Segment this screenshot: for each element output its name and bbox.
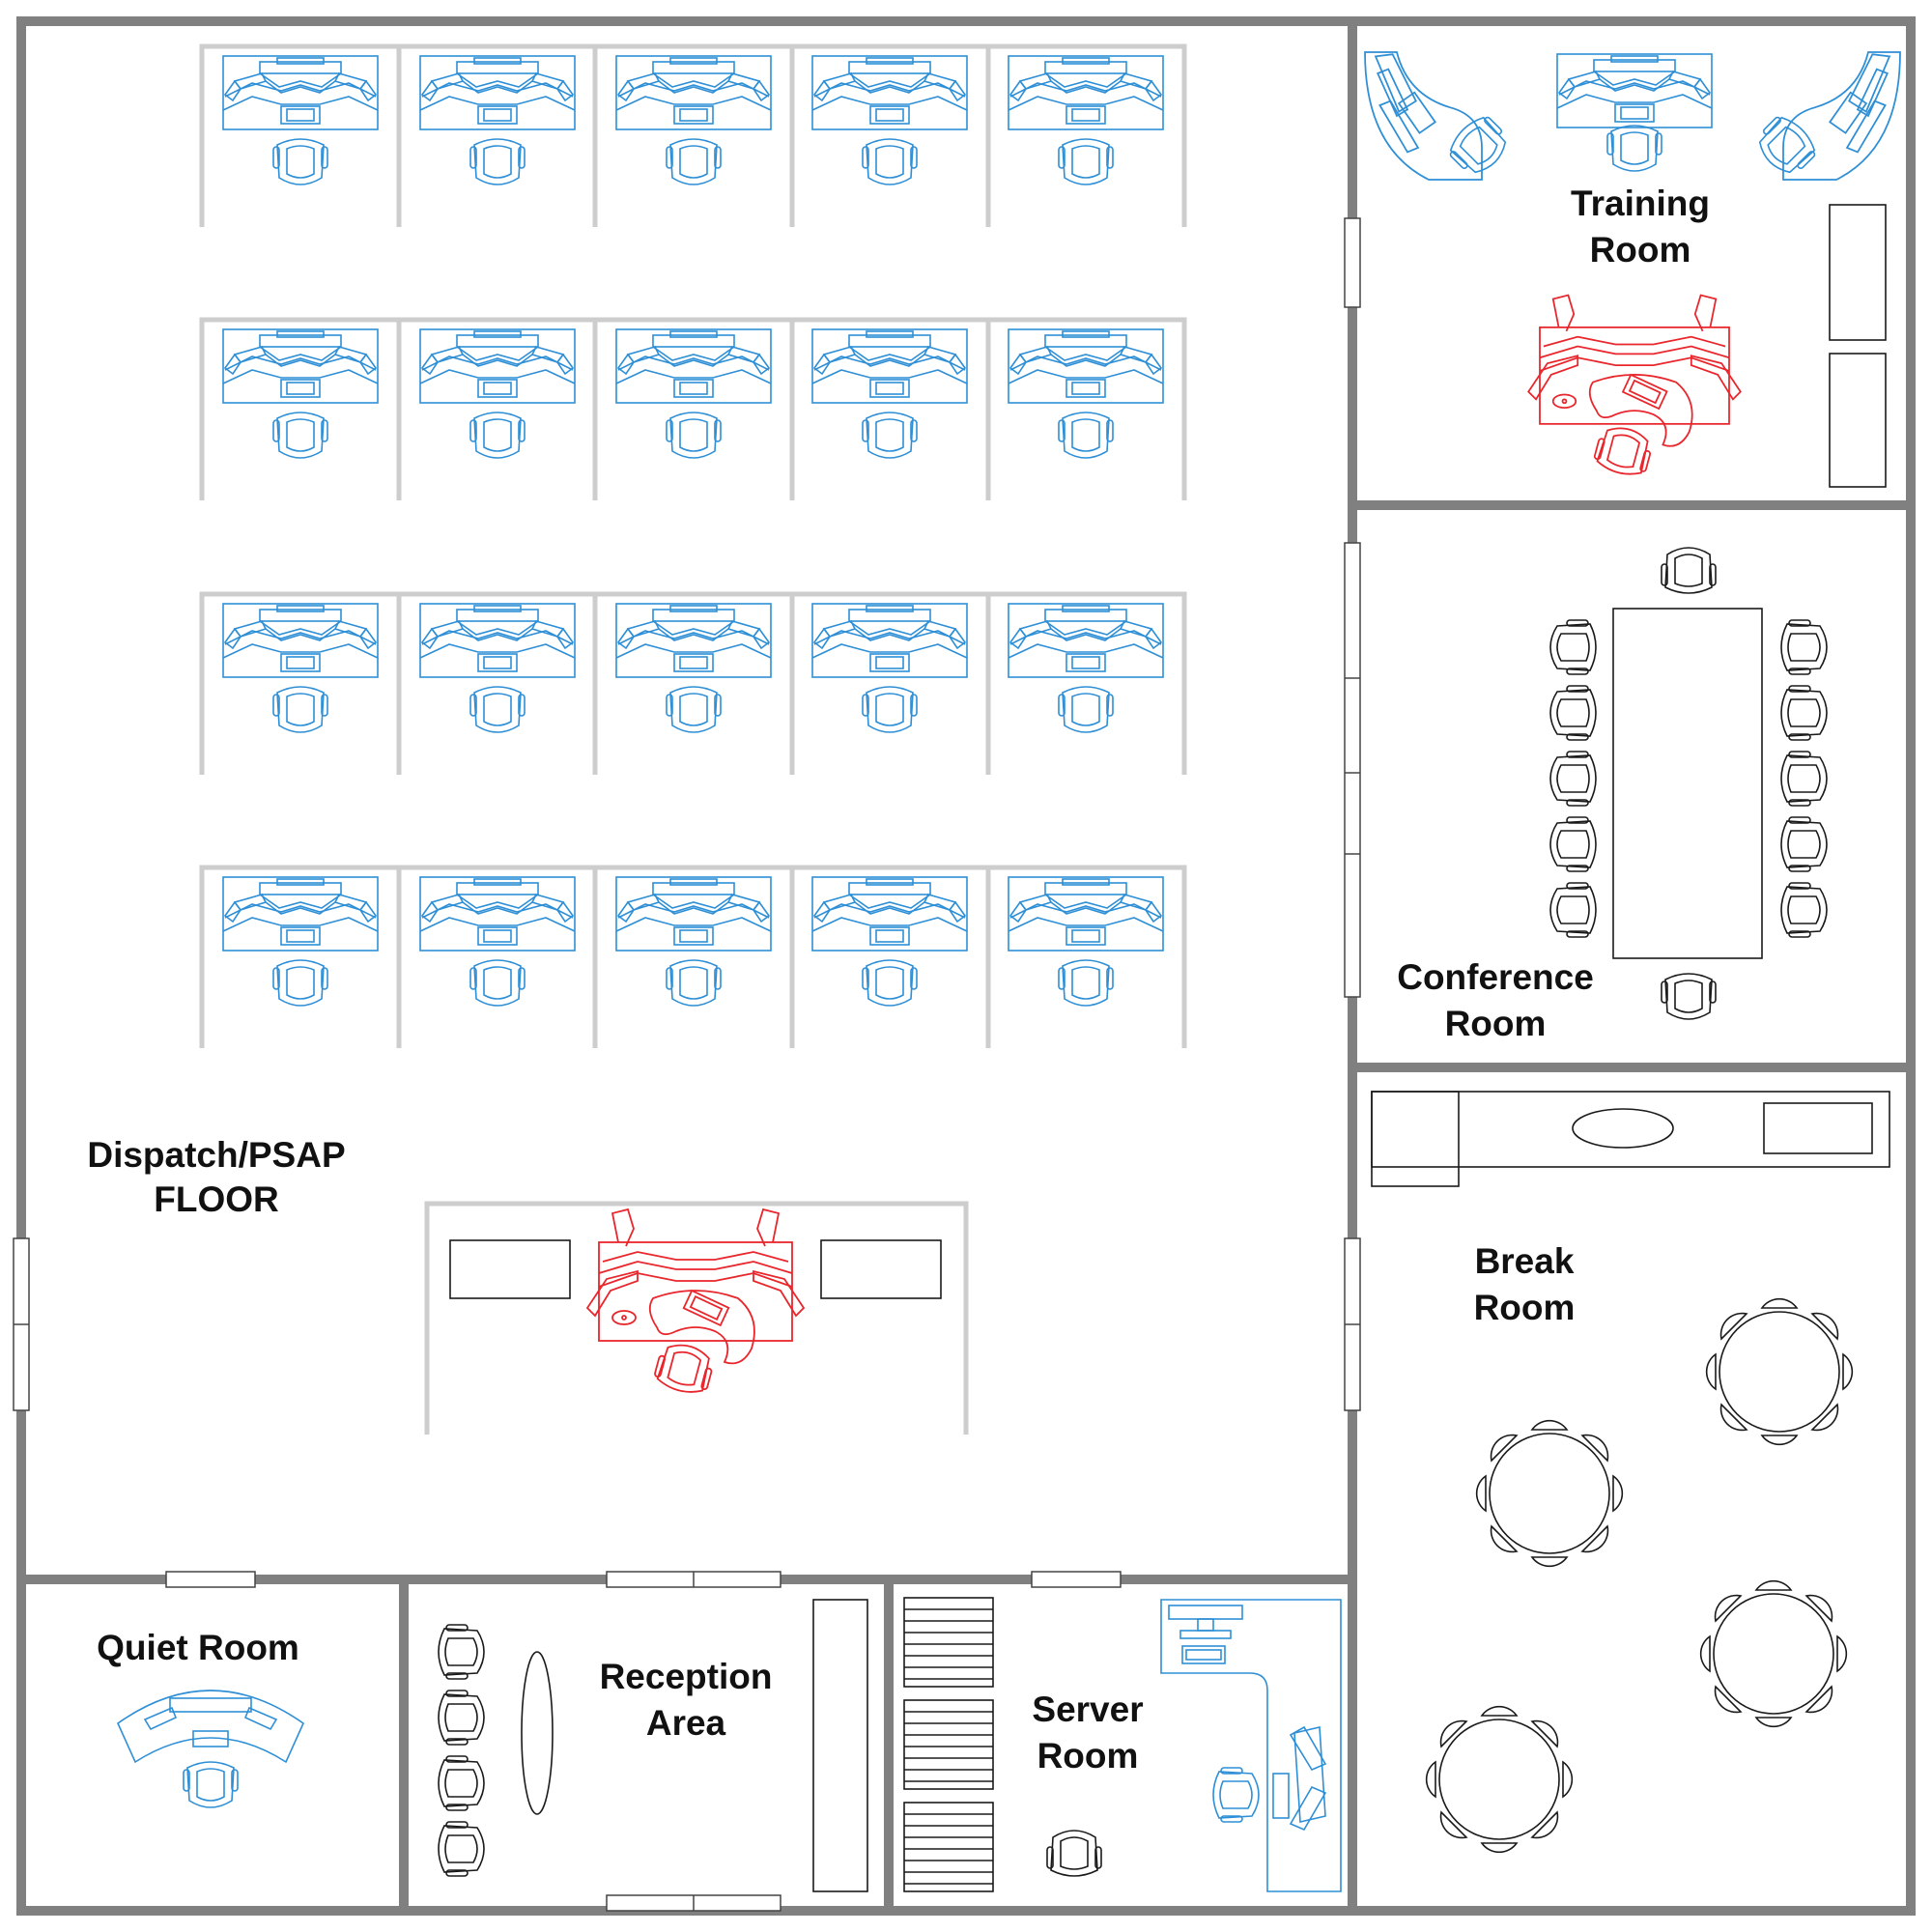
side-table-left	[449, 1239, 571, 1299]
server-label-line2: Room	[1037, 1736, 1139, 1776]
dispatch-workstation[interactable]	[222, 876, 379, 1007]
reception-label-line1: Reception	[600, 1657, 773, 1696]
server-room-chair	[1046, 1830, 1102, 1877]
training-console-center	[1556, 53, 1713, 128]
break-furniture	[1371, 1091, 1890, 1854]
conference-chair	[1549, 882, 1597, 938]
operator-chair	[862, 686, 918, 733]
outer-wall	[16, 16, 1916, 1916]
dispatch-workstation[interactable]	[1008, 603, 1164, 733]
reception-desk	[812, 1599, 868, 1892]
conference-chair	[1549, 685, 1597, 741]
conference-label-line2: Room	[1445, 1004, 1547, 1043]
sink	[1572, 1108, 1674, 1149]
operator-chair	[862, 138, 918, 185]
dispatch-workstation[interactable]	[811, 55, 968, 185]
operator-chair	[1058, 412, 1114, 459]
dispatch-workstation[interactable]	[419, 876, 576, 1007]
dispatch-partitions	[199, 43, 1187, 1435]
supervisor-console-dispatch	[587, 1209, 804, 1397]
dispatch-workstation[interactable]	[419, 55, 576, 185]
training-label-line2: Room	[1590, 230, 1691, 270]
dispatch-workstation[interactable]	[222, 328, 379, 459]
stove	[1763, 1102, 1873, 1154]
break-label-line1: Break	[1475, 1241, 1575, 1281]
training-chair-right	[1749, 109, 1823, 183]
dispatch-workstation[interactable]	[419, 328, 576, 459]
dispatch-workstation[interactable]	[615, 876, 772, 1007]
operator-chair	[272, 686, 328, 733]
operator-chair	[469, 686, 526, 733]
dispatch-workstations	[222, 55, 1164, 1007]
dispatch-workstation[interactable]	[222, 603, 379, 733]
conference-chair	[1780, 882, 1828, 938]
conference-chair	[1780, 619, 1828, 675]
counter-end	[1371, 1091, 1460, 1187]
dispatch-workstation[interactable]	[615, 328, 772, 459]
training-cabinets	[1829, 204, 1887, 488]
conference-chair	[1549, 751, 1597, 807]
training-chair-center	[1606, 125, 1662, 172]
training-furniture	[1364, 51, 1901, 183]
dispatch-label-line2: FLOOR	[154, 1179, 278, 1219]
dispatch-workstation[interactable]	[1008, 328, 1164, 459]
operator-chair	[862, 412, 918, 459]
dispatch-workstation[interactable]	[1008, 876, 1164, 1007]
dispatch-workstation[interactable]	[222, 55, 379, 185]
operator-chair	[272, 138, 328, 185]
server-label-line1: Server	[1032, 1690, 1143, 1729]
dispatch-workstation[interactable]	[811, 603, 968, 733]
conference-chair	[1549, 619, 1597, 675]
dispatch-workstation[interactable]	[419, 603, 576, 733]
side-table-right	[820, 1239, 942, 1299]
operator-chair	[469, 412, 526, 459]
dispatch-workstation[interactable]	[1008, 55, 1164, 185]
dispatch-workstation[interactable]	[811, 328, 968, 459]
quiet-room-desk	[117, 1690, 304, 1808]
supervisor-console-training	[1528, 296, 1741, 480]
reception-label-line2: Area	[646, 1703, 726, 1743]
operator-chair	[666, 138, 722, 185]
dispatch-workstation[interactable]	[615, 603, 772, 733]
operator-chair	[1058, 138, 1114, 185]
operator-chair	[666, 686, 722, 733]
dispatch-workstation[interactable]	[615, 55, 772, 185]
operator-chair	[666, 959, 722, 1007]
operator-chair	[1058, 959, 1114, 1007]
operator-chair	[272, 412, 328, 459]
operator-chair	[666, 412, 722, 459]
dispatch-workstation[interactable]	[811, 876, 968, 1007]
supervisor-station-dispatch[interactable]	[449, 1209, 942, 1397]
conference-chair	[1549, 816, 1597, 872]
round-table	[1699, 1579, 1848, 1728]
conference-chair	[1780, 816, 1828, 872]
conference-furniture	[1549, 547, 1828, 1020]
operator-chair	[272, 959, 328, 1007]
conference-table	[1612, 608, 1763, 959]
reception-furniture	[438, 1599, 868, 1892]
round-table	[1425, 1705, 1574, 1854]
operator-chair	[1058, 686, 1114, 733]
training-chair-left	[1442, 109, 1516, 183]
quiet-label: Quiet Room	[97, 1628, 299, 1667]
operator-chair	[469, 138, 526, 185]
operator-chair	[469, 959, 526, 1007]
round-table	[1705, 1297, 1854, 1446]
windows	[13, 217, 1361, 1912]
round-table	[1475, 1419, 1624, 1568]
conference-label-line1: Conference	[1397, 957, 1594, 997]
reception-coffee-table	[521, 1651, 554, 1815]
training-label-line1: Training	[1571, 184, 1710, 223]
conference-chair	[1780, 751, 1828, 807]
server-room-desk	[1160, 1599, 1342, 1892]
break-label-line2: Room	[1474, 1288, 1576, 1327]
conference-chair	[1780, 685, 1828, 741]
dispatch-label-line1: Dispatch/PSAP	[87, 1135, 345, 1175]
operator-chair	[862, 959, 918, 1007]
